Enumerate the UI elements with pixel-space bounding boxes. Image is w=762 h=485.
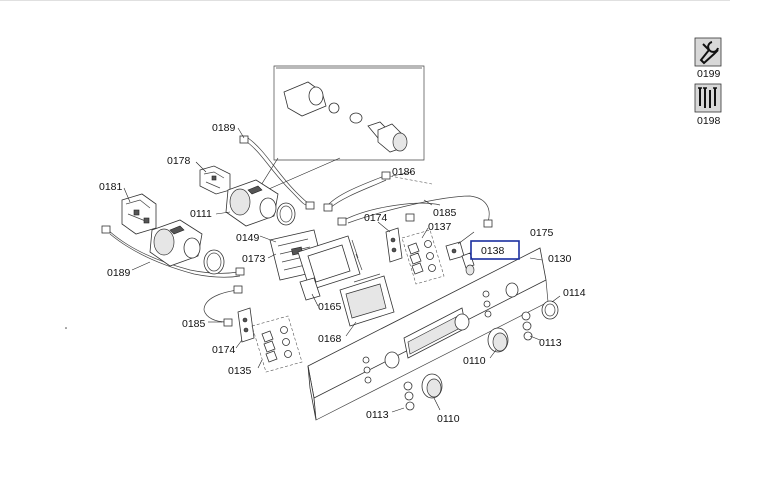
label-0178[interactable]: 0178 bbox=[167, 155, 191, 167]
wire-harness-0185-top bbox=[337, 195, 493, 228]
label-0130[interactable]: 0130 bbox=[548, 253, 572, 265]
part-0168-display bbox=[339, 273, 395, 327]
label-0135[interactable]: 0135 bbox=[228, 365, 252, 377]
tool-label-0198: 0198 bbox=[697, 115, 721, 127]
stray-dot bbox=[65, 327, 67, 329]
part-0175-module bbox=[445, 241, 465, 261]
label-0111[interactable]: 0111 bbox=[190, 208, 212, 220]
label-0149[interactable]: 0149 bbox=[236, 232, 260, 244]
label-0189-bottom[interactable]: 0189 bbox=[107, 267, 131, 279]
label-0175[interactable]: 0175 bbox=[530, 227, 554, 239]
label-0113-right[interactable]: 0113 bbox=[539, 337, 562, 349]
label-0168[interactable]: 0168 bbox=[318, 333, 342, 345]
label-0137[interactable]: 0137 bbox=[428, 221, 452, 233]
label-0165[interactable]: 0165 bbox=[318, 301, 342, 313]
part-0135-switch-group bbox=[251, 315, 303, 373]
wire-harness-0185-bottom bbox=[203, 285, 243, 327]
part-0165-frame bbox=[297, 235, 363, 301]
highlight-box-0138[interactable] bbox=[470, 240, 520, 260]
label-0181[interactable]: 0181 bbox=[99, 181, 123, 193]
part-0113-buttons-bottom bbox=[403, 381, 415, 411]
label-0174-top[interactable]: 0174 bbox=[364, 212, 388, 224]
label-0114[interactable]: 0114 bbox=[563, 287, 586, 299]
label-0138[interactable]: 0138 bbox=[481, 245, 505, 257]
tool-label-0199: 0199 bbox=[697, 68, 721, 80]
label-0110-upper[interactable]: 0110 bbox=[463, 355, 486, 367]
part-0110-knob-lower bbox=[421, 373, 443, 399]
wrench-icon[interactable] bbox=[694, 37, 722, 67]
label-0186[interactable]: 0186 bbox=[392, 166, 416, 178]
tool-set-icon[interactable] bbox=[694, 83, 722, 113]
part-0130-control-panel bbox=[307, 247, 549, 421]
label-0173[interactable]: 0173 bbox=[242, 253, 266, 265]
label-0185-top[interactable]: 0185 bbox=[433, 207, 457, 219]
part-0114-ring bbox=[541, 300, 559, 320]
part-0149-ring bbox=[203, 249, 225, 275]
label-0185-bottom[interactable]: 0185 bbox=[182, 318, 206, 330]
label-0174-bottom[interactable]: 0174 bbox=[212, 344, 236, 356]
wire-harness-0189-top bbox=[239, 135, 315, 210]
label-0189-top[interactable]: 0189 bbox=[212, 122, 236, 134]
part-0174-switch-top bbox=[385, 227, 403, 263]
part-0174-switch-bottom bbox=[237, 307, 255, 343]
label-0110-lower[interactable]: 0110 bbox=[437, 413, 460, 425]
part-0113-buttons-right bbox=[521, 311, 533, 341]
wire-harness-0186 bbox=[323, 171, 433, 212]
part-0181-bracket bbox=[121, 193, 157, 235]
leader-lines bbox=[123, 127, 561, 413]
part-0137-switch-group bbox=[401, 229, 445, 285]
part-0110-knob-upper bbox=[487, 327, 509, 353]
part-0149-ring-top bbox=[276, 202, 296, 226]
wire-harness-0189-bottom bbox=[101, 225, 245, 278]
label-0113-bottom[interactable]: 0113 bbox=[366, 409, 389, 421]
part-0111-pump-bottom bbox=[149, 219, 203, 267]
part-0111-pump-top bbox=[225, 179, 279, 227]
part-0138-led bbox=[461, 252, 475, 276]
